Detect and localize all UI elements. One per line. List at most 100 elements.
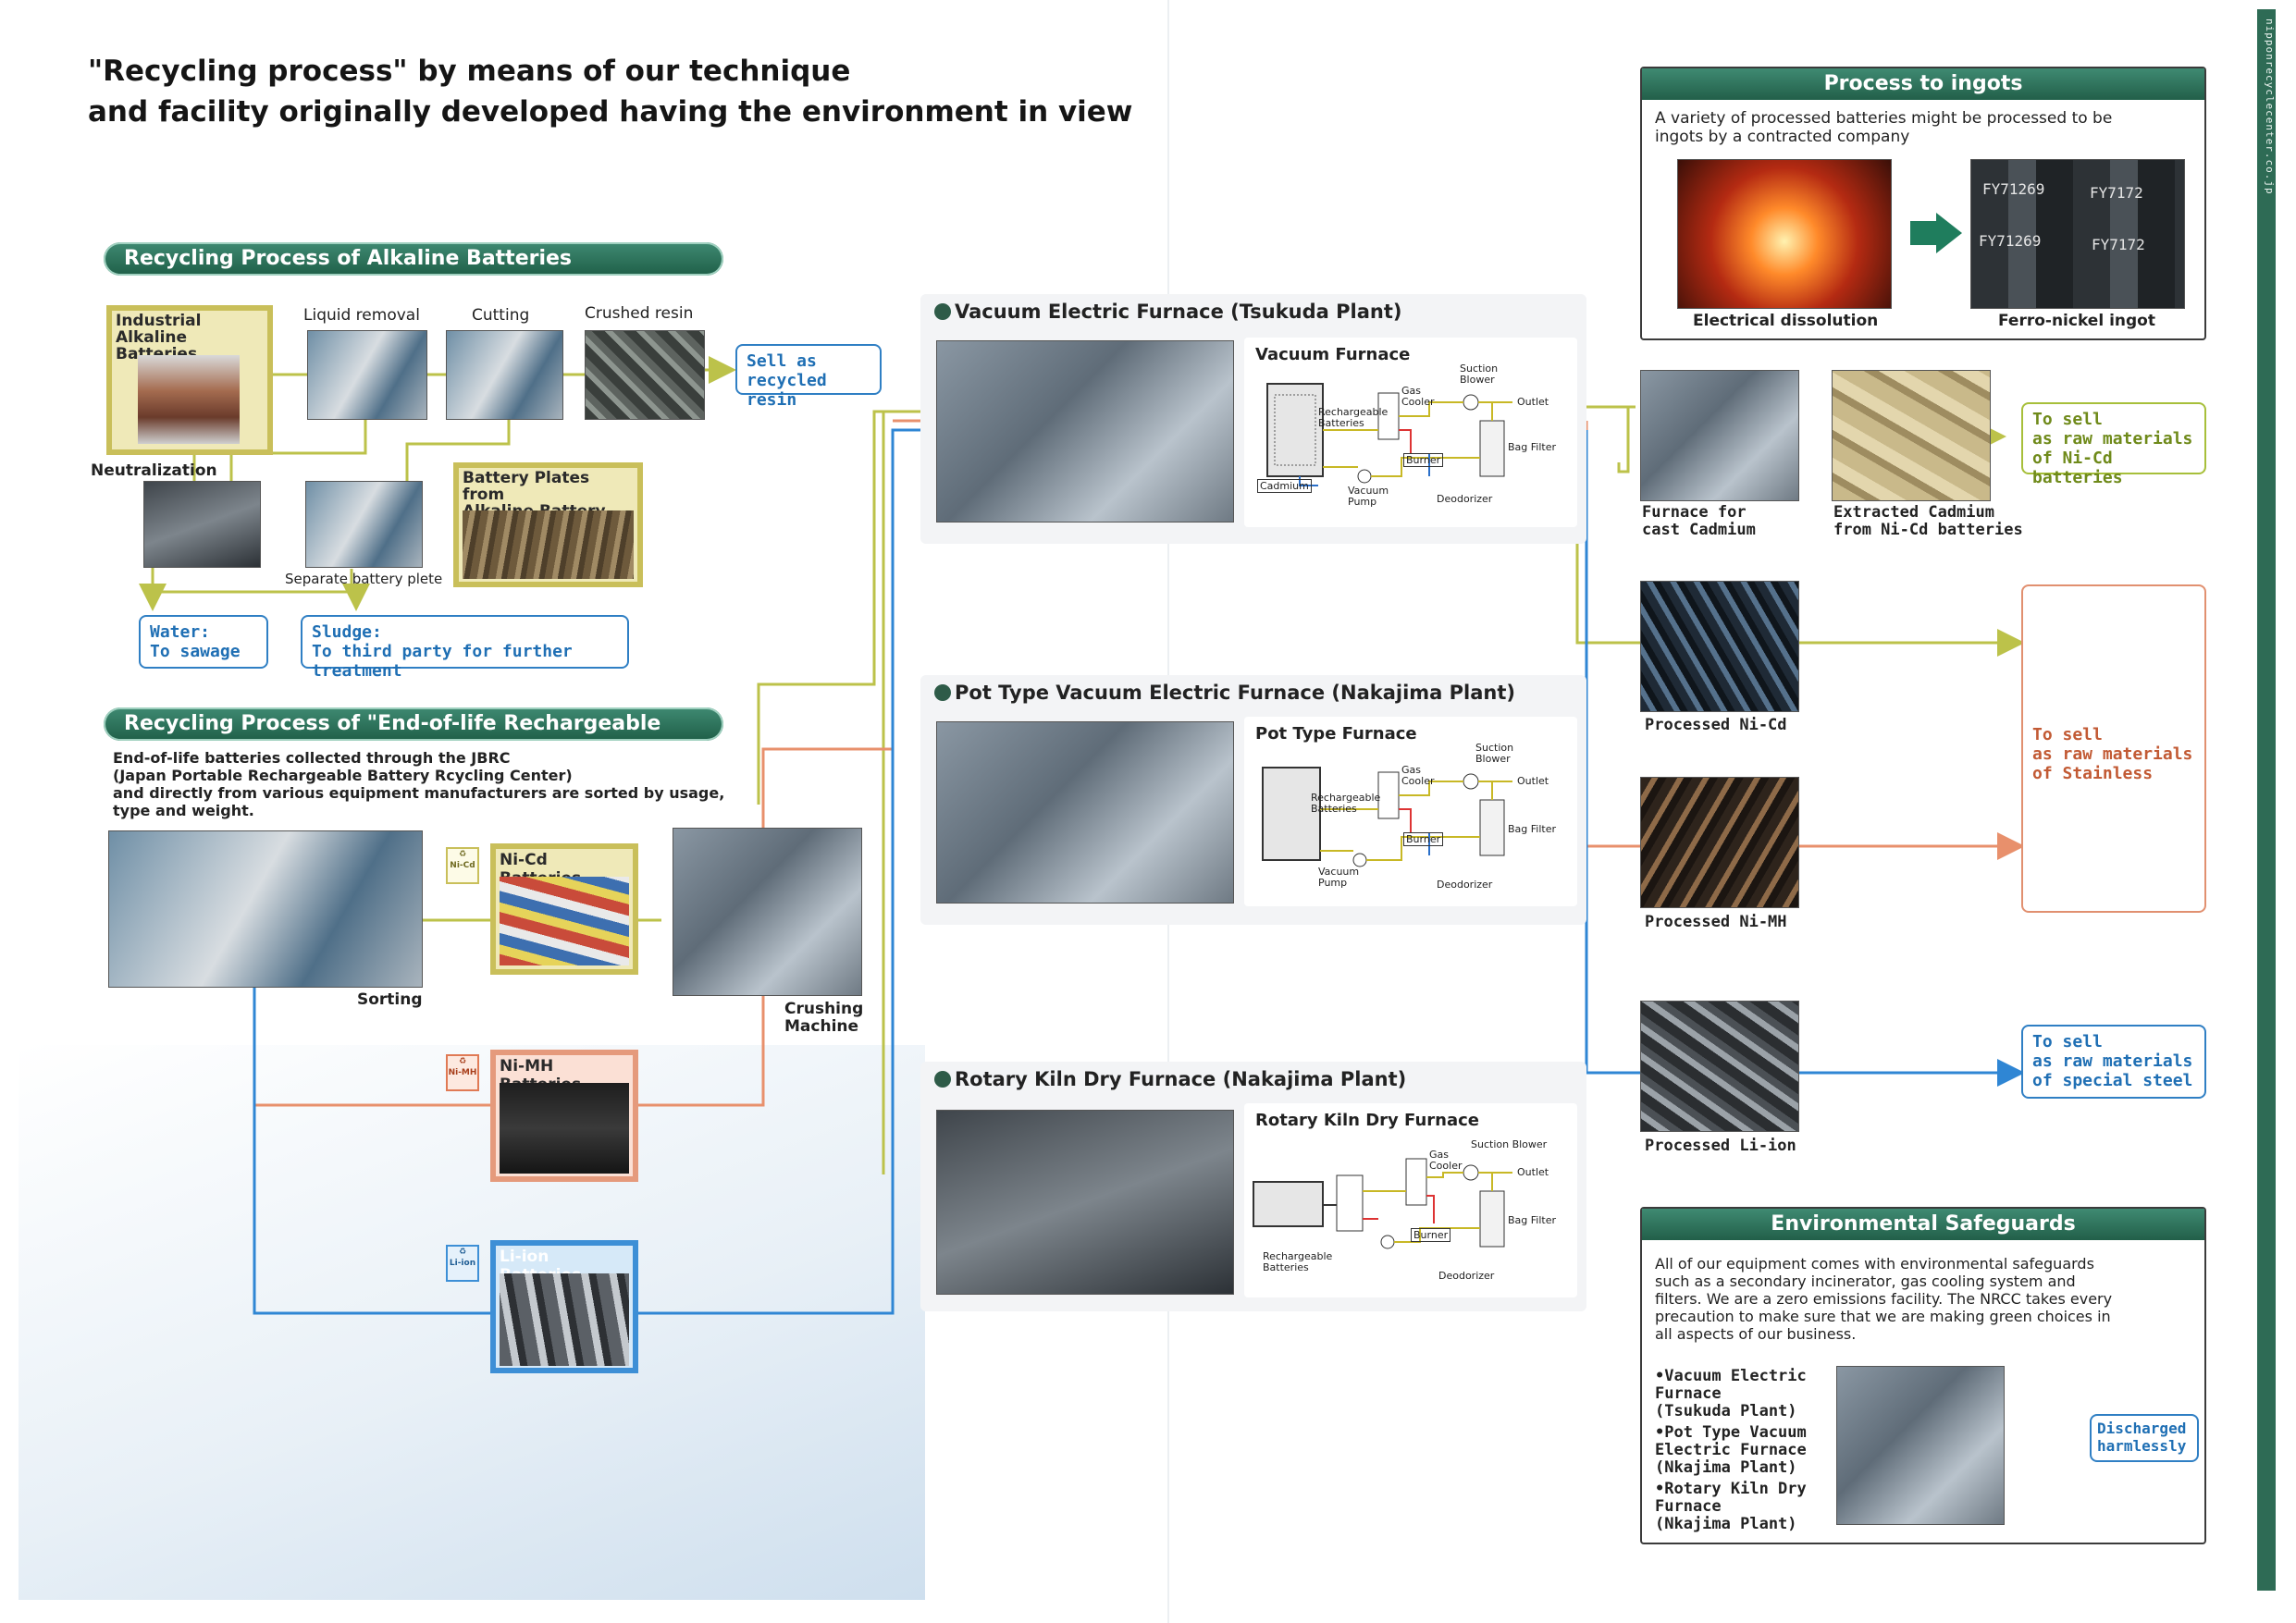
gas-cooler-label: Gas Cooler [1429,1149,1463,1172]
processed-liion-label: Processed Li-ion [1645,1137,1796,1155]
rotary-kiln-title-text: Rotary Kiln Dry Furnace (Nakajima Plant) [955,1068,1407,1090]
outlet-label: Outlet [1517,1166,1549,1178]
deodorizer-label: Deodorizer [1437,493,1493,505]
outlet-label: Outlet [1517,396,1549,408]
bullet-icon [934,1071,951,1088]
rechargeable-header-text: Recycling Process of "End-of-life Rechar… [124,712,661,768]
rotary-kiln-title: Rotary Kiln Dry Furnace (Nakajima Plant) [934,1068,1406,1090]
safeguards-box: Environmental Safeguards All of our equi… [1640,1207,2206,1544]
safeguard-item-pot: •Pot Type Vacuum Electric Furnace (Nkaji… [1655,1423,1807,1477]
nicd-recycle-icon: ♻Ni-Cd [446,847,479,884]
discharged-harmlessly-box: Discharged harmlessly [2090,1414,2199,1462]
neutralization-photo [143,481,261,568]
gas-cooler-label: Gas Cooler [1401,764,1435,787]
deodorizer-label: Deodorizer [1438,1270,1495,1282]
ferro-nickel-label: Ferro-nickel ingot [1998,312,2155,330]
water-sewage-box: Water: To sawage [139,615,268,669]
rechargeable-description: End-of-life batteries collected through … [113,749,725,819]
liion-battery-card: Li-ion Batteries [490,1240,638,1373]
bullet-icon [934,684,951,701]
cadmium-furnace-label: Furnace for cast Cadmium [1642,503,1756,539]
nicd-icon-label: Ni-Cd [450,861,475,870]
safeguards-description: All of our equipment comes with environm… [1655,1255,2113,1343]
burner-label: Burner [1411,1228,1451,1242]
bag-filter-label: Bag Filter [1508,823,1557,835]
sell-stainless-box: To sell as raw materials of Stainless [2021,584,2206,913]
vacuum-furnace-photo [936,340,1234,523]
battery-plates-card: Battery Plates from Alkaline Battery [453,462,643,587]
rechargeable-header: Recycling Process of "End-of-life Rechar… [104,707,723,768]
nicd-battery-photo [500,877,629,965]
pot-furnace-title-text: Pot Type Vacuum Electric Furnace (Nakaji… [955,682,1515,704]
vacuum-pump-label: Vacuum Pump [1348,485,1389,508]
suction-blower-label: Suction Blower [1471,1138,1548,1150]
cutting-photo [446,330,563,420]
liion-recycle-icon: ♻Li-ion [446,1245,479,1282]
vacuum-furnace-diagram: Vacuum Furnace Suction Blower Outlet Gas… [1244,338,1577,527]
crushed-resin-label: Crushed resin [585,304,694,323]
processed-nicd-label: Processed Ni-Cd [1645,716,1787,734]
sell-special-steel-box: To sell as raw materials of special stee… [2021,1025,2206,1099]
crushing-machine-photo [673,828,862,996]
pot-furnace-schematic [1262,767,1512,867]
ingot-mark: FY7172 [2092,236,2145,253]
processed-nimh-label: Processed Ni-MH [1645,913,1787,931]
ingot-mark: FY7172 [2090,184,2143,202]
cutting-label: Cutting [472,306,530,325]
alkaline-header: Recycling Process of Alkaline Batteries [104,242,723,276]
electrical-dissolution-label: Electrical dissolution [1693,312,1879,330]
liquid-removal-label: Liquid removal [303,306,420,325]
vacuum-furnace-diagram-title: Vacuum Furnace [1255,345,1411,364]
outlet-label: Outlet [1517,775,1549,787]
ingots-description: A variety of processed batteries might b… [1655,109,2113,146]
processed-liion-photo [1640,1001,1799,1132]
sludge-box: Sludge: To third party for further treat… [301,615,629,681]
industrial-battery-photo [138,355,240,444]
vacuum-furnace-title-text: Vacuum Electric Furnace (Tsukuda Plant) [955,301,1402,323]
sell-recycled-resin-box: Sell as recycled resin [735,344,882,410]
liion-battery-photo [500,1273,629,1366]
nimh-battery-card: Ni-MH Batteries [490,1050,638,1182]
processed-nimh-photo [1640,777,1799,908]
safeguard-item-rotary: •Rotary Kiln Dry Furnace (Nkajima Plant) [1655,1480,1807,1533]
safeguard-item-vacuum: •Vacuum Electric Furnace (Tsukuda Plant) [1655,1367,1807,1420]
nimh-icon-label: Ni-MH [448,1068,477,1077]
rechargeable-batteries-label: Rechargeable Batteries [1318,406,1389,429]
rechargeable-batteries-label: Rechargeable Batteries [1263,1250,1333,1273]
deodorizer-label: Deodorizer [1437,879,1493,891]
bag-filter-label: Bag Filter [1508,1214,1557,1226]
gas-cooler-label: Gas Cooler [1401,385,1435,408]
crushed-resin-photo [585,330,705,420]
bullet-icon [934,303,951,320]
vacuum-pump-label: Vacuum Pump [1318,866,1360,889]
rotary-kiln-schematic [1253,1158,1512,1249]
arrow-head-icon [1936,213,1962,253]
ingots-box: Process to ingots A variety of processed… [1640,67,2206,340]
ingot-mark: FY71269 [1979,232,2042,250]
rotary-kiln-photo [936,1110,1234,1295]
separate-plate-photo [305,481,423,568]
safeguard-equipment-photo [1836,1366,2005,1525]
extracted-cadmium-label: Extracted Cadmium from Ni-Cd batteries [1833,503,2023,539]
sorting-label: Sorting [357,990,423,1009]
arrow-right-icon [1910,221,1938,245]
vacuum-furnace-schematic [1266,383,1512,486]
rotary-kiln-diagram: Rotary Kiln Dry Furnace Suction Blower O… [1244,1103,1577,1297]
cadmium-furnace-photo [1640,370,1799,501]
burner-label: Burner [1403,453,1444,467]
sell-nicd-box: To sell as raw materials of Ni-Cd batter… [2021,402,2206,487]
suction-blower-label: Suction Blower [1460,363,1499,386]
safeguards-header: Environmental Safeguards [1642,1209,2204,1240]
separate-plate-label: Separate battery plete [285,571,443,587]
nicd-battery-card: Ni-Cd Batteries [490,843,638,975]
sorting-photo [108,830,423,988]
industrial-battery-card: Industrial Alkaline Batteries [106,305,273,455]
pot-furnace-diagram: Pot Type Furnace Suction Blower Outlet G… [1244,717,1577,906]
page-title: "Recycling process" by means of our tech… [88,55,1133,129]
pot-furnace-title: Pot Type Vacuum Electric Furnace (Nakaji… [934,682,1515,704]
battery-plates-photo [463,510,634,579]
bag-filter-label: Bag Filter [1508,441,1557,453]
vacuum-furnace-title: Vacuum Electric Furnace (Tsukuda Plant) [934,301,1402,323]
nimh-recycle-icon: ♻Ni-MH [446,1054,479,1091]
